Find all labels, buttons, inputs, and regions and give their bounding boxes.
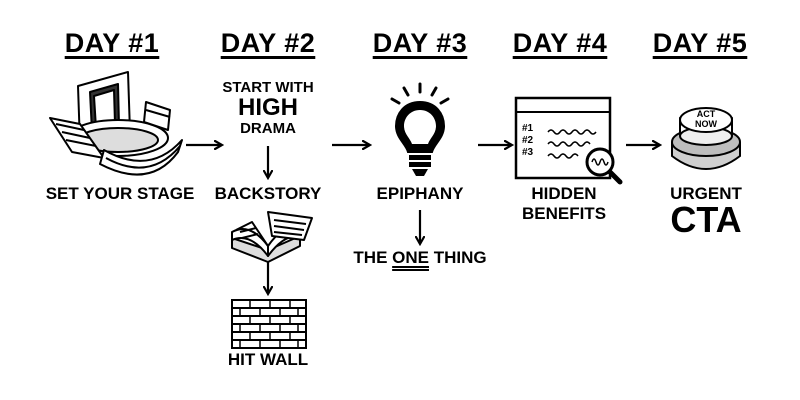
- day-3-heading: DAY #3: [372, 28, 468, 58]
- one-thing-label: THE ONE THING: [340, 248, 500, 268]
- button-text-line-1: ACT: [696, 109, 716, 119]
- one-thing-emphasis: ONE: [392, 248, 429, 267]
- doc-item-1: #1: [522, 123, 534, 134]
- day-4-heading: DAY #4: [512, 28, 608, 58]
- epiphany-label: EPIPHANY: [376, 184, 464, 203]
- doc-item-3: #3: [522, 147, 534, 158]
- theater-stage-icon: [49, 71, 183, 176]
- high-drama-line-2: HIGH: [238, 94, 298, 121]
- high-drama-line-1: START WITH: [222, 79, 314, 96]
- cta-label: CTA: [670, 199, 742, 240]
- open-book-icon: [231, 211, 313, 263]
- urgent-label: URGENT: [670, 184, 742, 203]
- document-magnifier-icon: [514, 96, 623, 185]
- hit-wall-label: HIT WALL: [227, 350, 309, 369]
- day-5-heading: DAY #5: [652, 28, 748, 58]
- one-thing-suffix: THING: [428, 248, 487, 267]
- one-thing-prefix: THE: [353, 248, 393, 267]
- button-text-line-2: NOW: [695, 119, 717, 129]
- lightbulb-icon: [390, 82, 450, 176]
- backstory-label: BACKSTORY: [214, 184, 322, 203]
- hidden-benefits-label: HIDDEN BENEFITS: [521, 184, 607, 223]
- set-your-stage-label: SET YOUR STAGE: [45, 184, 195, 203]
- act-now-button-icon: [671, 107, 741, 170]
- day-1-heading: DAY #1: [64, 28, 160, 58]
- day-2-heading: DAY #2: [220, 28, 316, 58]
- doc-item-2: #2: [522, 135, 534, 146]
- high-drama-line-3: DRAMA: [240, 120, 296, 137]
- brick-wall-icon: [231, 299, 307, 349]
